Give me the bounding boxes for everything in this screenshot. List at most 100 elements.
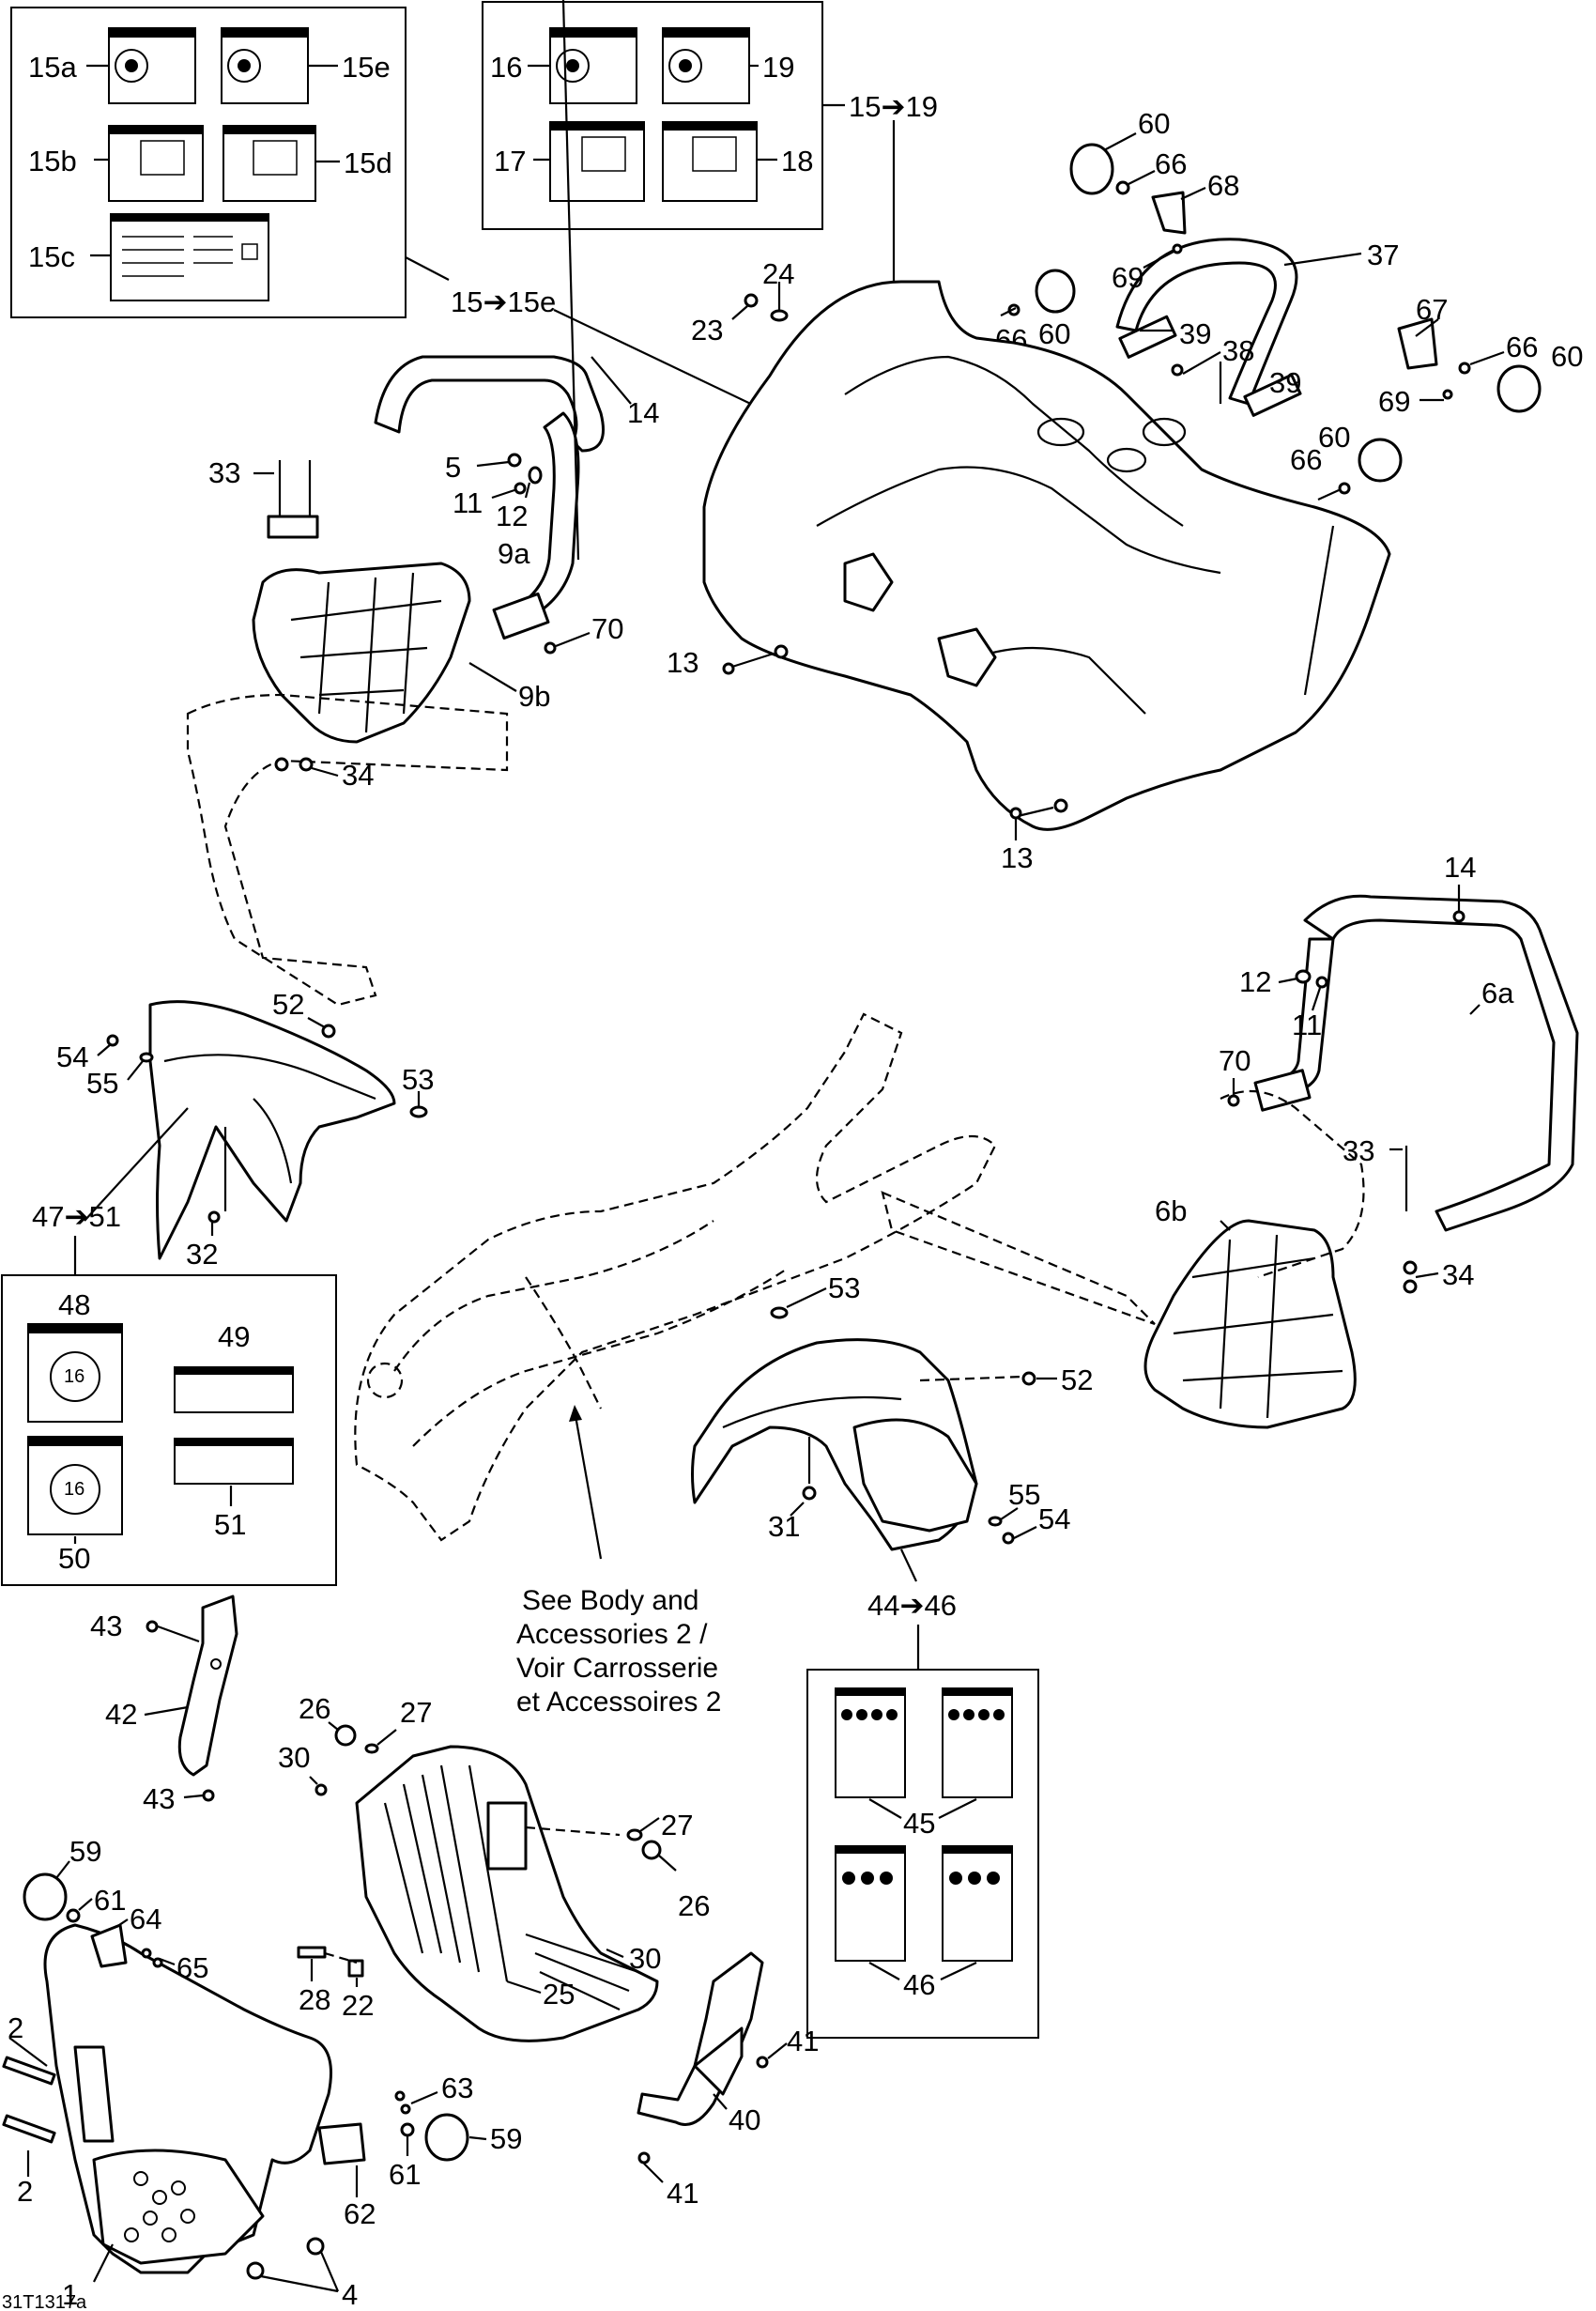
callout-24: 24 xyxy=(762,257,794,290)
callout-54-left: 54 xyxy=(56,1040,88,1073)
see-also-note-line4: et Accessoires 2 xyxy=(516,1687,721,1718)
decal-kit-15-19: 16 19 17 18 xyxy=(482,1,823,230)
group-label-47-51: 47➔51 xyxy=(32,1200,121,1233)
callout-12-left: 12 xyxy=(496,500,528,532)
decal-45a xyxy=(835,1687,906,1798)
callout-66-lower: 66 xyxy=(1290,443,1322,476)
callout-43-top: 43 xyxy=(90,1610,122,1642)
decal-15d xyxy=(223,125,316,202)
callout-33-left: 33 xyxy=(208,456,240,489)
callout-31: 31 xyxy=(768,1510,800,1543)
decal-17 xyxy=(549,121,645,202)
decal-49 xyxy=(174,1366,294,1413)
front-bumper-1 xyxy=(43,1923,332,2274)
group-label-15-19: 15➔19 xyxy=(849,90,938,123)
callout-27-top: 27 xyxy=(400,1696,432,1729)
callout-6a: 6a xyxy=(1481,977,1514,1009)
left-footrest-9a xyxy=(374,355,605,640)
callout-19: 19 xyxy=(762,51,794,84)
callout-53-right: 53 xyxy=(828,1271,860,1304)
decal-kit-47-51: 16 16 48 49 50 51 xyxy=(1,1274,337,1586)
callout-70-left: 70 xyxy=(591,612,623,645)
cap-60-top xyxy=(1069,143,1114,195)
callout-50: 50 xyxy=(58,1542,90,1575)
callout-6b: 6b xyxy=(1155,1194,1187,1227)
bracket-42 xyxy=(177,1595,238,1777)
callout-70-right: 70 xyxy=(1219,1044,1251,1077)
callout-60-lower: 60 xyxy=(1318,421,1350,454)
callout-17: 17 xyxy=(494,145,526,177)
callout-39-bottom: 39 xyxy=(1269,366,1301,399)
callout-34-left: 34 xyxy=(342,759,374,792)
callout-23: 23 xyxy=(691,314,723,347)
callout-63: 63 xyxy=(441,2072,473,2104)
rear-fender-body xyxy=(702,280,1391,831)
callout-39-top: 39 xyxy=(1179,317,1211,350)
decal-15e xyxy=(221,27,309,104)
callout-11-right: 11 xyxy=(1292,1009,1322,1041)
callout-61-right: 61 xyxy=(389,2158,421,2191)
callout-67: 67 xyxy=(1416,293,1448,326)
callout-15e: 15e xyxy=(342,51,391,84)
callout-65: 65 xyxy=(176,1951,208,1984)
callout-45: 45 xyxy=(903,1807,935,1840)
decal-kit-15-15e: 15a 15e 15b 15d 15c xyxy=(10,7,407,318)
callout-38: 38 xyxy=(1222,334,1254,367)
callout-43-bottom: 43 xyxy=(143,1782,175,1815)
callout-25: 25 xyxy=(543,1978,575,2011)
callout-46: 46 xyxy=(903,1968,935,2001)
callout-32: 32 xyxy=(186,1238,218,1271)
callout-12-right: 12 xyxy=(1239,965,1271,998)
front-fender-left xyxy=(148,1000,396,1260)
callout-60-mid: 60 xyxy=(1038,317,1070,350)
callout-42: 42 xyxy=(105,1698,137,1731)
group-label-44-46: 44➔46 xyxy=(867,1589,957,1622)
callout-15c: 15c xyxy=(28,240,75,273)
frame-reference xyxy=(354,1012,997,1542)
decal-16 xyxy=(549,27,637,104)
callout-4: 4 xyxy=(342,2278,358,2311)
callout-1: 1 xyxy=(62,2278,78,2311)
callout-61-left: 61 xyxy=(94,1884,126,1917)
callout-9b: 9b xyxy=(518,680,550,713)
cap-60-right xyxy=(1496,364,1542,413)
callout-34-right: 34 xyxy=(1442,1258,1474,1291)
callout-9a: 9a xyxy=(498,537,530,570)
decal-45b xyxy=(942,1687,1013,1798)
cap-59-left xyxy=(23,1872,68,1921)
callout-16: 16 xyxy=(490,51,522,84)
decal-18 xyxy=(662,121,758,202)
svg-text:16: 16 xyxy=(64,1366,84,1387)
callout-59-left: 59 xyxy=(69,1835,101,1868)
decal-kit-44-46: 45 46 xyxy=(806,1669,1039,2039)
decal-46a xyxy=(835,1845,906,1962)
callout-66-right: 66 xyxy=(1506,331,1538,363)
callout-48: 48 xyxy=(58,1288,90,1321)
callout-2-bottom: 2 xyxy=(17,2175,33,2208)
svg-text:16: 16 xyxy=(64,1479,84,1500)
callout-15b: 15b xyxy=(28,145,77,177)
decal-15c xyxy=(110,213,269,301)
callout-2-top: 2 xyxy=(8,2011,23,2044)
decal-48: 16 xyxy=(27,1323,123,1423)
callout-27-right: 27 xyxy=(661,1809,693,1841)
right-footrest-6a xyxy=(1253,894,1579,1232)
callout-59-right: 59 xyxy=(490,2122,522,2155)
callout-49: 49 xyxy=(218,1320,250,1353)
callout-51: 51 xyxy=(214,1508,246,1541)
callout-5: 5 xyxy=(445,451,461,484)
rear-rack-37 xyxy=(1115,238,1302,417)
callout-52-left: 52 xyxy=(272,988,304,1021)
callout-30-top: 30 xyxy=(278,1741,310,1774)
callout-53-left: 53 xyxy=(402,1063,434,1096)
callout-14-left: 14 xyxy=(627,396,659,429)
bracket-64 xyxy=(90,1923,128,1968)
callout-22: 22 xyxy=(342,1989,374,2022)
callout-15a: 15a xyxy=(28,51,77,84)
callout-62: 62 xyxy=(344,2197,376,2230)
callout-66-top: 66 xyxy=(1155,147,1187,180)
callout-40: 40 xyxy=(729,2103,760,2136)
callout-30-right: 30 xyxy=(629,1942,661,1975)
decal-15a xyxy=(108,27,196,104)
